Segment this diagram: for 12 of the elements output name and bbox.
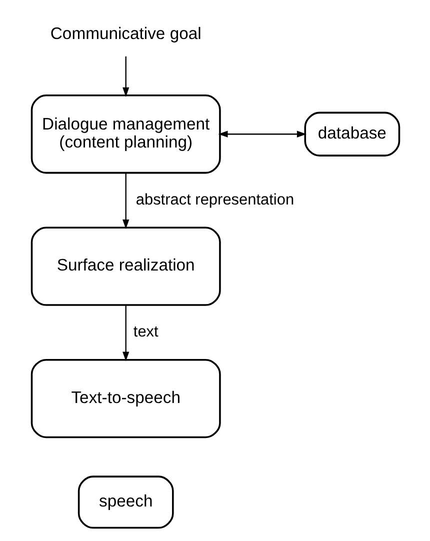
- arrow: [122, 305, 129, 362]
- node-box: database: [304, 112, 400, 156]
- edge-label: text: [132, 323, 158, 340]
- arrow: [218, 130, 306, 138]
- node-box: Surface realization: [30, 226, 220, 306]
- node-box: Dialogue management (content planning): [30, 94, 220, 174]
- arrow: [122, 172, 129, 230]
- node-box: speech: [77, 476, 174, 529]
- arrow: [122, 56, 129, 97]
- edge-label: abstract representation: [135, 191, 294, 208]
- node-text: Communicative goal: [50, 24, 201, 44]
- node-box: Text-to-speech: [30, 358, 220, 438]
